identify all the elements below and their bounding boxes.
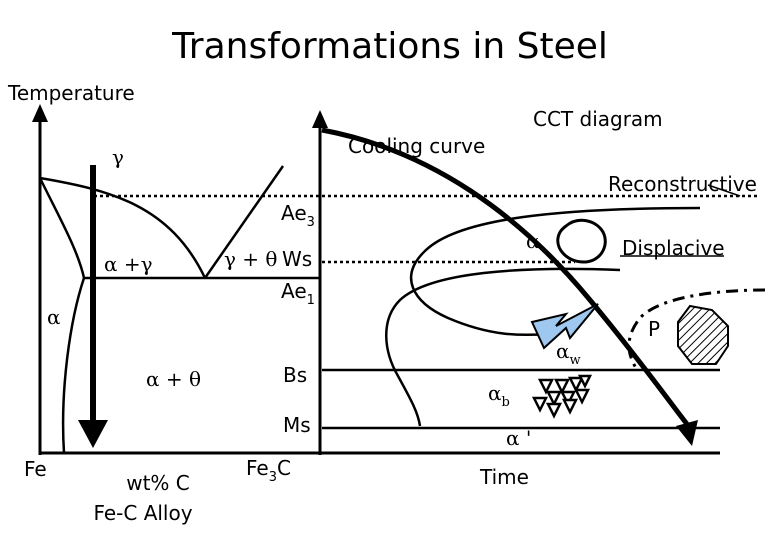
cct-title: CCT diagram xyxy=(533,107,663,131)
ws-label: Ws xyxy=(282,247,312,271)
reconstructive-c-curve xyxy=(409,206,701,337)
alpha-solvus-lower xyxy=(61,277,86,454)
bainite-sheaves-icon xyxy=(531,374,593,419)
ms-label: Ms xyxy=(283,413,311,437)
alloy-cooling-arrow-icon xyxy=(78,420,108,448)
alloy-label: Fe-C Alloy xyxy=(93,501,192,525)
allotriomorphic-ferrite-icon xyxy=(556,218,607,264)
alpha-gamma-region-label: α +γ xyxy=(104,252,153,276)
ae3-boundary xyxy=(39,176,207,279)
displacive-c-curve xyxy=(385,267,621,427)
gamma-region-label: γ xyxy=(112,145,124,169)
cooling-curve xyxy=(321,127,692,430)
acm-boundary xyxy=(203,165,285,279)
critical-temperature-lines xyxy=(94,194,760,430)
temperature-axis-arrow-icon xyxy=(32,104,48,122)
displacive-label: Displacive xyxy=(622,236,725,260)
composition-label: wt% C xyxy=(126,471,190,495)
temperature-label: Temperature xyxy=(7,81,135,105)
gamma-theta-region-label: γ + θ xyxy=(224,247,277,271)
ferrite-alpha-label: α xyxy=(526,229,540,253)
phase-diagram: Temperature γ α +γ α γ + θ α + θ Ae3 Ws … xyxy=(7,81,328,525)
fe3c-label: Fe3C xyxy=(246,456,291,485)
page-title: Transformations in Steel xyxy=(171,26,608,67)
ae3-label: Ae3 xyxy=(281,201,315,230)
bs-label: Bs xyxy=(283,363,307,387)
reconstructive-label: Reconstructive xyxy=(608,172,757,196)
ae1-label: Ae1 xyxy=(281,279,315,308)
widmanstatten-label: αw xyxy=(556,339,581,368)
bainite-label: αb xyxy=(488,381,510,410)
fe-label: Fe xyxy=(24,457,47,481)
time-axis-label: Time xyxy=(479,465,529,489)
cct-diagram: CCT diagram Cooling curve Reconstructive… xyxy=(320,107,766,489)
widmanstatten-plate-icon xyxy=(530,303,599,350)
cooling-curve-label: Cooling curve xyxy=(348,134,485,158)
pearlite-colony-icon xyxy=(677,304,729,365)
reconstructive-pointer xyxy=(707,184,741,197)
fe3c-axis-arrow-icon xyxy=(312,110,328,128)
alpha-solvus-upper xyxy=(38,177,86,279)
alpha-theta-region-label: α + θ xyxy=(146,367,201,391)
cooling-curve-arrow-icon xyxy=(676,420,698,446)
pearlite-label: P xyxy=(648,317,660,341)
martensite-label: α ' xyxy=(506,426,531,450)
alpha-region-label: α xyxy=(47,305,61,329)
